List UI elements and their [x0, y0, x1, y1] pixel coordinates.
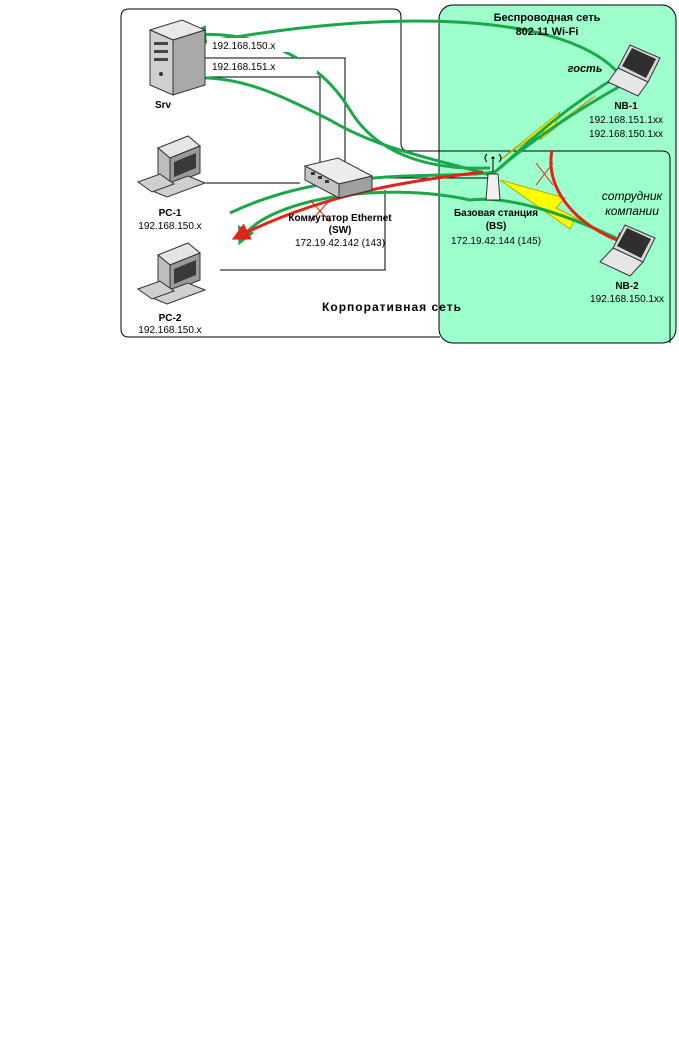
ethernet-switch-icon: [303, 157, 374, 199]
blocked-cross-icon: [535, 162, 554, 186]
switch-name-line1: Коммутатор Ethernet: [288, 213, 392, 224]
corporate-title: Корпоративная сеть: [322, 300, 462, 314]
pc1-name: PC-1: [159, 208, 182, 219]
network-diagram: Srv 192.168.150.x 192.168.151.x PC-1 192…: [120, 4, 677, 344]
access-point-icon: [484, 153, 502, 201]
nb1-ip-2: 192.168.150.1xx: [589, 129, 663, 140]
server-name: Srv: [155, 100, 172, 111]
server-ip-1: 192.168.150.x: [212, 41, 275, 52]
pc1-ip: 192.168.150.x: [138, 221, 201, 232]
wireless-title-line1: Беспроводная сеть: [494, 12, 601, 24]
nb1-name: NB-1: [614, 101, 638, 112]
nb1-role: гость: [568, 63, 603, 75]
switch-ip: 172.19.42.142 (143): [295, 238, 385, 249]
desktop-computer-icon: [136, 135, 207, 198]
pc2-name: PC-2: [159, 313, 182, 324]
pc2-ip: 192.168.150.x: [138, 325, 201, 336]
laptop-icon: [599, 224, 656, 277]
server-ip-tag: 192.168.151.x: [207, 59, 317, 73]
bs-ip: 172.19.42.144 (145): [451, 236, 541, 247]
switch-name-line2: (SW): [329, 225, 352, 236]
nb1-ip-1: 192.168.151.1xx: [589, 115, 663, 126]
nb2-role-line2: компании: [605, 204, 659, 218]
laptop-icon: [607, 44, 661, 97]
server-tower-icon: [148, 19, 207, 96]
bs-name-line1: Базовая станция: [454, 208, 538, 219]
bs-name-line2: (BS): [486, 221, 507, 232]
server-ip-tag: 192.168.150.x: [207, 38, 317, 52]
nb2-role-line1: сотрудник: [602, 189, 664, 203]
desktop-computer-icon: [136, 242, 207, 305]
corporate-zone-border: [120, 8, 671, 343]
nb2-name: NB-2: [615, 281, 639, 292]
nb2-ip: 192.168.150.1xx: [590, 294, 664, 305]
server-ip-2: 192.168.151.x: [212, 62, 275, 73]
wireless-title-line2: 802.11 Wi-Fi: [516, 26, 579, 38]
blocked-cross-icon: [309, 199, 331, 223]
